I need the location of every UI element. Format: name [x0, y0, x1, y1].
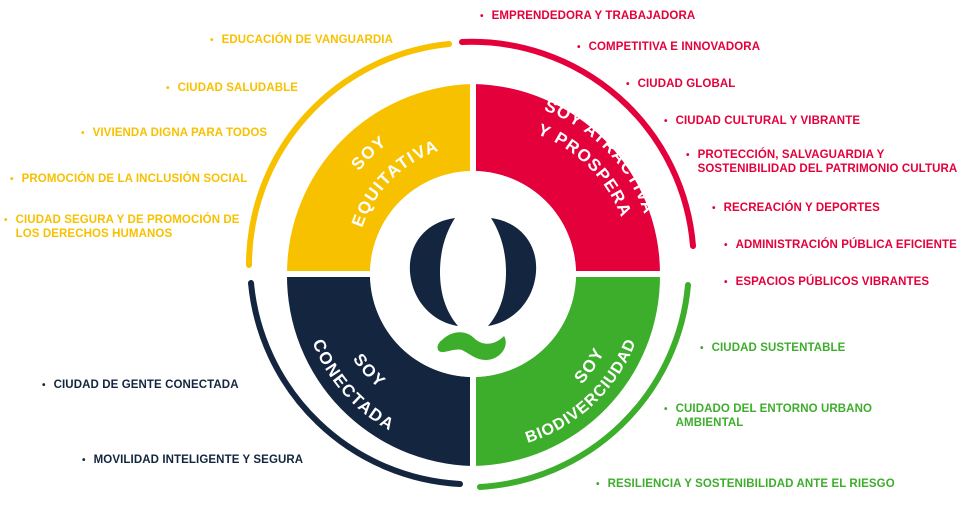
label-cultural: •CIUDAD CULTURAL Y VIBRANTE — [664, 115, 861, 127]
bullet-icon: • — [81, 128, 85, 139]
label-educacion: •EDUCACIÓN DE VANGUARDIA — [210, 34, 394, 46]
label-saludable: •CIUDAD SALUDABLE — [166, 82, 299, 94]
label-entorno: •CUIDADO DEL ENTORNO URBANO AMBIENTAL — [664, 403, 873, 429]
label-sustentable: •CIUDAD SUSTENTABLE — [700, 342, 846, 354]
label-recreacion: •RECREACIÓN Y DEPORTES — [712, 202, 880, 214]
segment-equitativa — [287, 84, 473, 274]
label-vivienda: •VIVIENDA DIGNA PARA TODOS — [81, 127, 268, 139]
label-movilidad: •MOVILIDAD INTELIGENTE Y SEGURA — [82, 454, 304, 466]
bullet-icon: • — [686, 150, 690, 161]
label-competitiva: •COMPETITIVA E INNOVADORA — [577, 41, 761, 53]
bullet-icon: • — [626, 79, 630, 90]
outer-arc-green — [477, 282, 691, 490]
label-ciudad-segura: •CIUDAD SEGURA Y DE PROMOCIÓN DE LOS DER… — [4, 214, 240, 240]
outer-arc-red — [459, 38, 696, 249]
bullet-icon: • — [664, 404, 668, 415]
logo-icon — [409, 218, 537, 360]
label-administracion: •ADMINISTRACIÓN PÚBLICA EFICIENTE — [724, 239, 957, 251]
label-gente-conectada: •CIUDAD DE GENTE CONECTADA — [42, 379, 239, 391]
segment-biodiversidad — [473, 274, 661, 466]
label-emprendedora: •EMPRENDEDORA Y TRABAJADORA — [480, 10, 696, 22]
bullet-icon: • — [700, 343, 704, 354]
segment-atractiva — [473, 84, 660, 274]
bullet-icon: • — [724, 277, 728, 288]
bullet-icon: • — [166, 83, 170, 94]
label-espacios: •ESPACIOS PÚBLICOS VIBRANTES — [724, 276, 930, 288]
label-inclusion: •PROMOCIÓN DE LA INCLUSIÓN SOCIAL — [10, 173, 248, 185]
outer-arc-yellow — [246, 41, 452, 268]
bullet-icon: • — [42, 380, 46, 391]
bullet-icon: • — [577, 42, 581, 53]
outer-arc-navy — [248, 280, 463, 487]
label-resiliencia: •RESILIENCIA Y SOSTENIBILIDAD ANTE EL RI… — [596, 478, 895, 490]
label-patrimonio: •PROTECCIÓN, SALVAGUARDIA Y SOSTENIBILID… — [686, 149, 958, 175]
bullet-icon: • — [4, 215, 8, 226]
bullet-icon: • — [210, 35, 214, 46]
segment-conectada — [286, 274, 473, 466]
bullet-icon: • — [724, 240, 728, 251]
bullet-icon: • — [10, 174, 14, 185]
bullet-icon: • — [82, 455, 86, 466]
bullet-icon: • — [664, 116, 668, 127]
bullet-icon: • — [712, 203, 716, 214]
label-ciudad-global: •CIUDAD GLOBAL — [626, 78, 736, 90]
bullet-icon: • — [596, 479, 600, 490]
bullet-icon: • — [480, 11, 484, 22]
